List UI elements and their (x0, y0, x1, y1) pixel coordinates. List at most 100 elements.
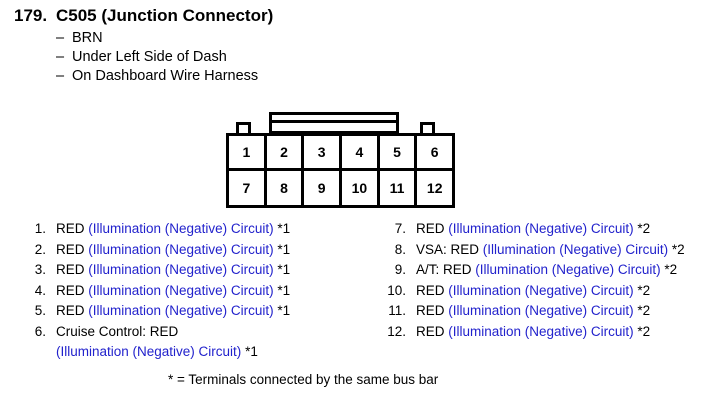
pin-entry: 3. RED (Illumination (Negative) Circuit)… (20, 260, 350, 281)
pin-wire-label: RED (56, 262, 89, 277)
pin-entry: 2. RED (Illumination (Negative) Circuit)… (20, 240, 350, 261)
pin-footnote-marker: *2 (633, 221, 651, 236)
connector-pin-cell: 7 (229, 170, 267, 205)
pin-list-right: 7. RED (Illumination (Negative) Circuit)… (380, 219, 710, 342)
connector-pin-cell: 2 (266, 136, 305, 168)
dash-bullet-icon: – (56, 68, 65, 84)
pin-description: Cruise Control: RED (Illumination (Negati… (48, 322, 350, 363)
dash-bullet-icon: – (56, 30, 65, 46)
pin-wire-label: A/T: RED (416, 262, 476, 277)
pin-circuit-label: (Illumination (Negative) Circuit) (88, 241, 274, 257)
pin-wire-label: RED (416, 303, 449, 318)
pin-entry: 7. RED (Illumination (Negative) Circuit)… (380, 219, 710, 240)
pin-description: A/T: RED (Illumination (Negative) Circui… (408, 260, 710, 281)
header-block: 179. C505 (Junction Connector) – BRN – U… (14, 6, 614, 86)
pin-wire-label: RED (56, 303, 89, 318)
connector-body: 1 2 3 4 5 6 7 8 9 10 11 12 (226, 133, 455, 208)
connector-diagram: 1 2 3 4 5 6 7 8 9 10 11 12 (226, 112, 458, 208)
pin-circuit-label: (Illumination (Negative) Circuit) (475, 262, 661, 277)
pin-wire-label: RED (416, 323, 449, 339)
connector-pin-cell: 8 (266, 170, 305, 205)
title-number: 179. (14, 6, 48, 25)
pin-entry: 6. Cruise Control: RED (Illumination (Neg… (20, 322, 350, 363)
connector-pin-cell: 5 (379, 136, 418, 168)
pin-description: RED (Illumination (Negative) Circuit) *2 (408, 301, 710, 322)
connector-pin-cell: 1 (229, 136, 267, 168)
pin-circuit-label: (Illumination (Negative) Circuit) (88, 262, 274, 277)
pin-number: 12. (387, 323, 406, 339)
pin-number: 7. (394, 221, 406, 236)
header-detail-item: – On Dashboard Wire Harness (56, 67, 614, 86)
pin-footnote-marker: *2 (633, 303, 651, 318)
footnote-text: * = Terminals connected by the same bus … (168, 372, 439, 387)
pin-wire-label: RED (56, 282, 89, 298)
pin-circuit-label: (Illumination (Negative) Circuit) (88, 303, 274, 318)
pin-footnote-marker: *1 (273, 282, 291, 298)
page-title: 179. C505 (Junction Connector) (14, 6, 614, 26)
pin-circuit-label: (Illumination (Negative) Circuit) (88, 221, 274, 236)
pin-number: 2. (34, 241, 46, 257)
pin-circuit-label: (Illumination (Negative) Circuit) (482, 241, 669, 257)
pin-description: RED (Illumination (Negative) Circuit) *1 (48, 240, 350, 261)
pin-description: RED (Illumination (Negative) Circuit) *2 (408, 281, 710, 302)
header-detail-item: – Under Left Side of Dash (56, 48, 614, 67)
pin-description: RED (Illumination (Negative) Circuit) *1 (48, 281, 350, 302)
pin-number: 5. (34, 303, 46, 318)
pin-footnote-marker: *1 (241, 344, 258, 359)
connector-pin-row-top: 1 2 3 4 5 6 (229, 136, 453, 171)
pin-entry: 11. RED (Illumination (Negative) Circuit… (380, 301, 710, 322)
pin-circuit-label: (Illumination (Negative) Circuit) (448, 323, 634, 339)
pin-description: RED (Illumination (Negative) Circuit) *2 (408, 322, 710, 343)
pin-number: 4. (34, 282, 46, 298)
pin-description: RED (Illumination (Negative) Circuit) *2 (408, 219, 710, 240)
pin-entry: 5. RED (Illumination (Negative) Circuit)… (20, 301, 350, 322)
title-text: C505 (Junction Connector) (56, 6, 274, 25)
pin-entry: 8. VSA: RED (Illumination (Negative) Cir… (380, 240, 710, 261)
pin-circuit-label: (Illumination (Negative) Circuit) (88, 282, 274, 298)
pin-number: 11. (388, 303, 406, 318)
pin-description: RED (Illumination (Negative) Circuit) *1 (48, 219, 350, 240)
pin-wire-label: RED (56, 221, 89, 236)
pin-wire-label: Cruise Control: RED (56, 323, 179, 339)
pin-footnote-marker: *1 (273, 262, 291, 277)
connector-notch-right-icon (420, 122, 435, 135)
header-detail-label: On Dashboard Wire Harness (72, 68, 259, 84)
pin-circuit-label: (Illumination (Negative) Circuit) (56, 344, 242, 359)
pin-number: 6. (34, 323, 46, 339)
connector-top-bar-divider (272, 120, 396, 123)
connector-pin-cell: 11 (379, 170, 418, 205)
pin-footnote-marker: *2 (633, 323, 651, 339)
pin-entry: 10. RED (Illumination (Negative) Circuit… (380, 281, 710, 302)
dash-bullet-icon: – (56, 49, 65, 65)
pin-number: 3. (34, 262, 46, 277)
header-detail-label: BRN (72, 30, 103, 46)
pin-description-line-two: (Illumination (Negative) Circuit) *1 (56, 342, 350, 363)
pin-footnote-marker: *1 (273, 303, 291, 318)
pin-footnote-marker: *1 (273, 241, 291, 257)
header-detail-item: – BRN (56, 29, 614, 48)
pin-description: RED (Illumination (Negative) Circuit) *1 (48, 260, 350, 281)
pin-list-left: 1. RED (Illumination (Negative) Circuit)… (20, 219, 350, 363)
connector-notch-left-icon (236, 122, 251, 135)
pin-wire-label: VSA: RED (416, 241, 483, 257)
pin-wire-label: RED (416, 282, 449, 298)
pin-entry: 1. RED (Illumination (Negative) Circuit)… (20, 219, 350, 240)
pin-number: 8. (394, 241, 406, 257)
pin-number: 9. (394, 262, 406, 277)
pin-number: 1. (34, 221, 46, 236)
connector-pin-cell: 10 (342, 170, 380, 205)
pin-circuit-label: (Illumination (Negative) Circuit) (448, 221, 634, 236)
connector-top-bar (269, 112, 399, 134)
connector-pin-cell: 6 (417, 136, 453, 168)
header-detail-label: Under Left Side of Dash (72, 49, 227, 65)
pin-number: 10. (387, 282, 406, 298)
pin-description: RED (Illumination (Negative) Circuit) *1 (48, 301, 350, 322)
pin-circuit-label: (Illumination (Negative) Circuit) (448, 303, 634, 318)
connector-pin-cell: 12 (417, 170, 453, 205)
pin-description: VSA: RED (Illumination (Negative) Circui… (408, 240, 710, 261)
pin-footnote-marker: *2 (668, 241, 685, 257)
pin-entry: 9. A/T: RED (Illumination (Negative) Cir… (380, 260, 710, 281)
pin-footnote-marker: *2 (633, 282, 651, 298)
header-detail-list: – BRN – Under Left Side of Dash – On Das… (14, 29, 614, 86)
connector-pin-cell: 4 (342, 136, 380, 168)
